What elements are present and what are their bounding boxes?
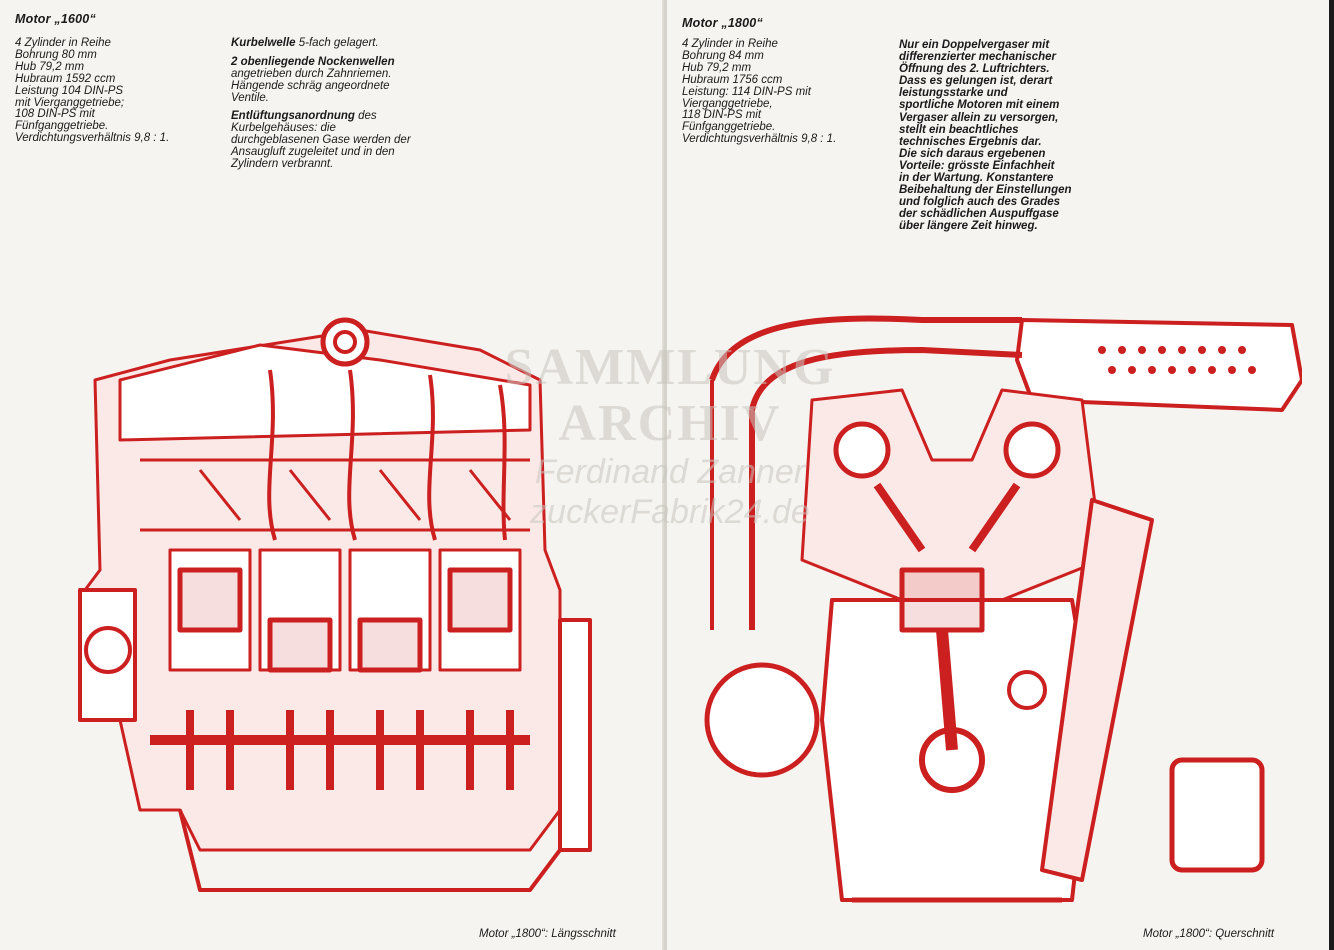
- motor-1800-specs: 4 Zylinder in Reihe Bohrung 84 mm Hub 79…: [682, 38, 837, 146]
- spec-line: 108 DIN-PS mit: [15, 108, 95, 121]
- nockenwellen-line: Hängende schräg angeordnete: [231, 79, 390, 92]
- feature-line: der schädlichen Auspuffgase: [899, 208, 1059, 221]
- nockenwellen-title: 2 obenliegende Nockenwellen: [231, 56, 395, 68]
- laengsschnitt-caption: Motor „1800“: Längsschnitt: [479, 928, 616, 940]
- watermark-line: SAMMLUNG: [504, 339, 836, 396]
- motor-1600-heading: Motor „1600“: [15, 12, 96, 26]
- feature-line: Beibehaltung der Einstellungen: [899, 184, 1072, 197]
- spec-line: mit Vierganggetriebe;: [15, 96, 125, 109]
- spec-line: 4 Zylinder in Reihe: [682, 38, 778, 50]
- nockenwellen-paragraph: 2 obenliegende Nockenwellen angetrieben …: [231, 56, 461, 105]
- spec-line: Leistung: 114 DIN-PS mit: [682, 85, 811, 98]
- entlueftung-line: durchgeblasenen Gase werden der: [231, 133, 411, 146]
- entlueftung-first: des: [354, 110, 377, 122]
- watermark-line: ARCHIV: [558, 395, 782, 452]
- spec-line: 4 Zylinder in Reihe: [15, 37, 111, 49]
- scan-edge: [1329, 0, 1334, 950]
- engine-longitudinal-section-drawing: [78, 317, 592, 892]
- spec-line: Verdichtungsverhältnis 9,8 : 1.: [15, 132, 170, 145]
- feature-line: Nur ein Doppelvergaser mit: [899, 39, 1050, 51]
- spec-line: Fünfganggetriebe.: [682, 121, 776, 134]
- spec-line: Verdichtungsverhältnis 9,8 : 1.: [682, 133, 837, 146]
- feature-line: Vorteile: grösste Einfachheit: [899, 159, 1055, 172]
- spec-line: Vierganggetriebe,: [682, 97, 773, 110]
- spec-line: 118 DIN-PS mit: [682, 109, 762, 122]
- spec-line: Hubraum 1592 ccm: [15, 72, 116, 85]
- spec-line: Fünfganggetriebe.: [15, 120, 109, 133]
- left-page: Motor „1600“ 4 Zylinder in Reihe Bohrung…: [0, 0, 664, 950]
- entlueftung-title: Entlüftungsanordnung: [231, 110, 355, 122]
- feature-line: leistungsstarke und: [899, 87, 1008, 100]
- spec-line: Hub 79,2 mm: [682, 61, 752, 74]
- entlueftung-line: Kurbelgehäuses: die: [231, 121, 336, 134]
- kurbelwelle-paragraph: Kurbelwelle 5-fach gelagert.: [231, 37, 461, 50]
- right-page: Motor „1800“ 4 Zylinder in Reihe Bohrung…: [667, 0, 1334, 950]
- feature-line: differenzierter mechanischer: [899, 51, 1057, 64]
- spec-line: Bohrung 80 mm: [15, 48, 97, 61]
- motor-1800-heading: Motor „1800“: [682, 16, 763, 30]
- nockenwellen-line: Ventile.: [231, 91, 269, 104]
- kurbelwelle-text: 5-fach gelagert.: [295, 37, 379, 49]
- feature-line: Die sich daraus ergebenen: [899, 147, 1046, 160]
- feature-line: Vergaser allein zu versorgen,: [899, 111, 1059, 124]
- spec-line: Leistung 104 DIN-PS: [15, 84, 124, 97]
- spec-line: Bohrung 84 mm: [682, 49, 764, 62]
- querschnitt-caption: Motor „1800“: Querschnitt: [1143, 928, 1275, 940]
- page-gutter: [662, 0, 669, 950]
- feature-line: über längere Zeit hinweg.: [899, 220, 1038, 233]
- entlueftung-line: Ansaugluft zugeleitet und in den: [231, 145, 395, 158]
- feature-line: in der Wartung. Konstantere: [899, 172, 1054, 185]
- archive-watermark: SAMMLUNG ARCHIV Ferdinand Zanner zuckerF…: [440, 340, 900, 620]
- watermark-line: zuckerFabrik24.de: [530, 493, 810, 531]
- motor-1600-specs: 4 Zylinder in Reihe Bohrung 80 mm Hub 79…: [15, 37, 170, 145]
- entlueftung-line: Zylindern verbrannt.: [231, 157, 334, 170]
- nockenwellen-line: angetrieben durch Zahnriemen.: [231, 67, 392, 80]
- kurbelwelle-title: Kurbelwelle: [231, 37, 296, 49]
- feature-line: technisches Ergebnis dar.: [899, 135, 1042, 148]
- spec-line: Hubraum 1756 ccm: [682, 73, 783, 86]
- engine-cross-section-drawing: [704, 315, 1302, 903]
- feature-line: stellt ein beachtliches: [899, 123, 1019, 136]
- vergaser-feature-paragraph: Nur ein Doppelvergaser mit differenziert…: [899, 39, 1129, 233]
- spec-line: Hub 79,2 mm: [15, 60, 85, 73]
- feature-line: Öffnung des 2. Luftrichters.: [899, 63, 1050, 76]
- watermark-line: Ferdinand Zanner: [534, 453, 806, 491]
- entlueftung-paragraph: Entlüftungsanordnung des Kurbelgehäuses:…: [231, 110, 461, 171]
- feature-line: sportliche Motoren mit einem: [899, 99, 1060, 112]
- feature-line: und folglich auch des Grades: [899, 196, 1061, 209]
- feature-line: Dass es gelungen ist, derart: [899, 75, 1053, 88]
